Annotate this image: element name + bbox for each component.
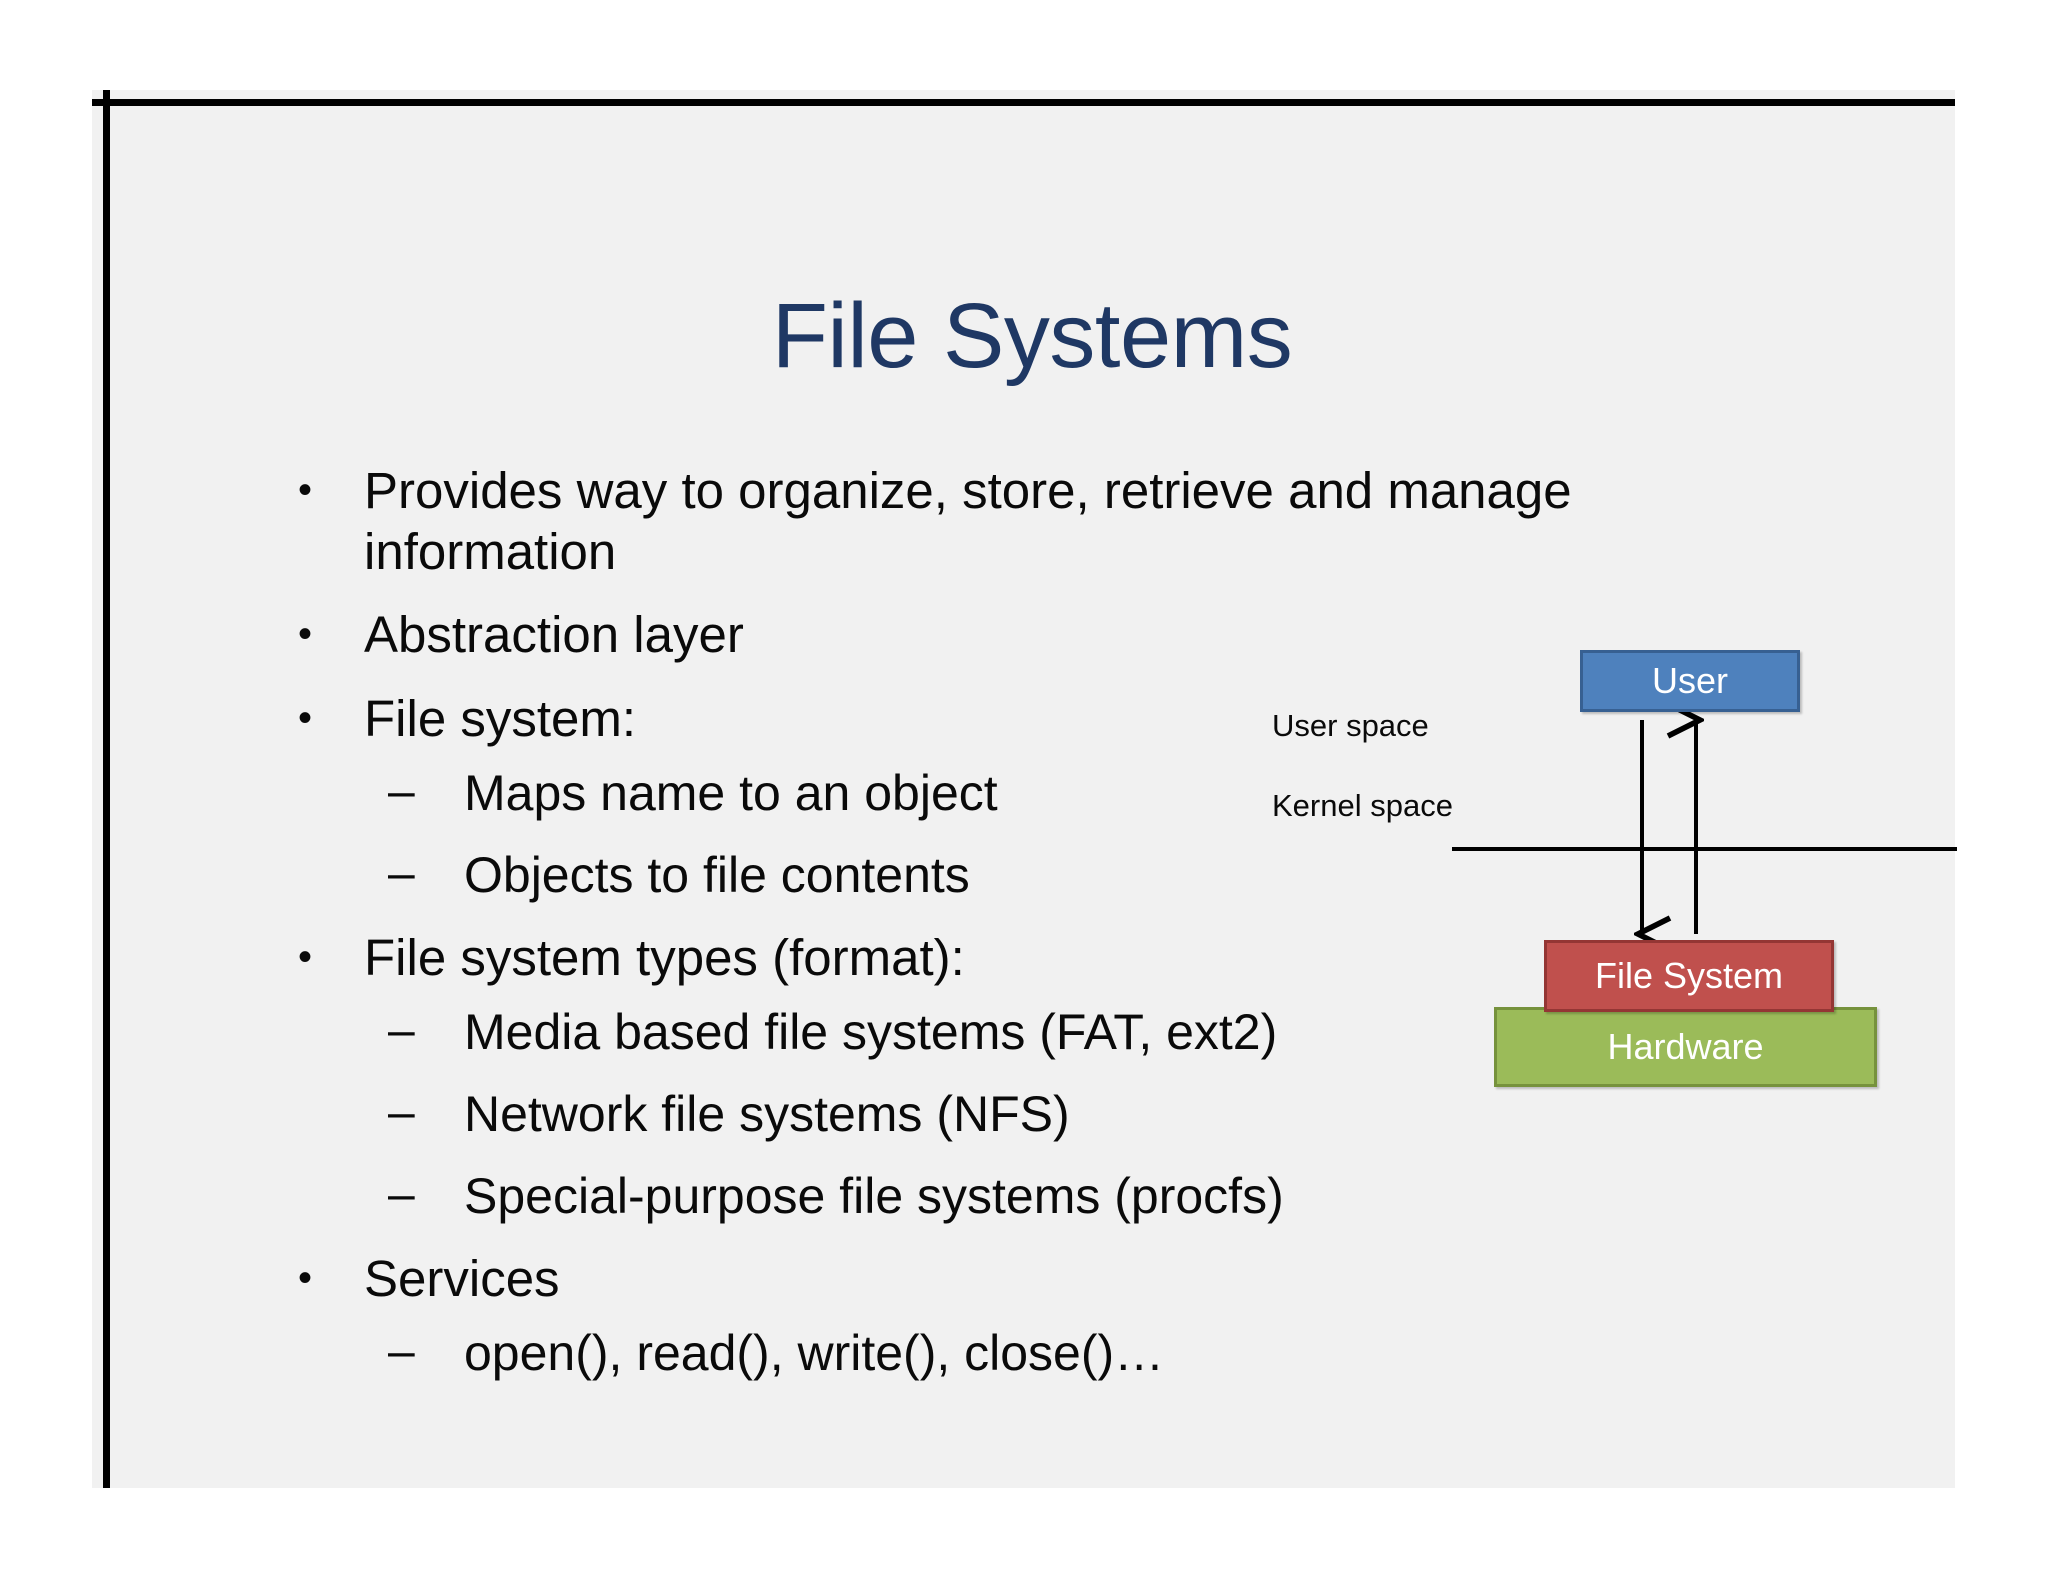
user-kernel-boundary-line <box>1452 847 1957 851</box>
list-item: • File system: <box>282 688 1712 749</box>
bullet-marker-icon: • <box>298 695 313 740</box>
dash-marker-icon: – <box>388 764 415 818</box>
list-item: – open(), read(), write(), close()… <box>282 1323 1712 1383</box>
list-item-label: Abstraction layer <box>364 606 744 664</box>
slide-left-rule <box>103 90 110 1488</box>
bullet-marker-icon: • <box>298 612 313 657</box>
list-item-label: open(), read(), write(), close()… <box>464 1325 1165 1382</box>
diagram-arrows <box>1272 650 1992 1120</box>
list-item: • Provides way to organize, store, retri… <box>282 460 1712 582</box>
diagram-box-file-system-label: File System <box>1594 955 1784 996</box>
list-item: • Abstraction layer <box>282 604 1712 665</box>
diagram-box-user-label: User <box>1651 660 1728 701</box>
list-item-label: File system types (format): <box>364 928 965 986</box>
file-system-architecture-diagram: User space Kernel space Hardware File Sy… <box>1272 650 1992 1120</box>
list-item: – Maps name to an object <box>282 763 1712 823</box>
list-item-label: Maps name to an object <box>464 764 998 821</box>
list-item: – Media based file systems (FAT, ext2) <box>282 1002 1712 1062</box>
list-item-label: Special-purpose file systems (procfs) <box>464 1167 1284 1224</box>
slide-top-rule <box>92 99 1955 106</box>
diagram-box-hardware-label: Hardware <box>1607 1026 1764 1067</box>
page-title: File Systems <box>771 285 1293 387</box>
list-item: – Special-purpose file systems (procfs) <box>282 1166 1712 1226</box>
dash-marker-icon: – <box>388 1003 415 1057</box>
dash-marker-icon: – <box>388 1167 415 1221</box>
diagram-box-hardware: Hardware <box>1494 1007 1877 1087</box>
bullet-marker-icon: • <box>298 468 313 512</box>
list-item-label: Objects to file contents <box>464 846 970 903</box>
user-space-label: User space <box>1272 708 1429 743</box>
list-item-label: Network file systems (NFS) <box>464 1085 1070 1142</box>
list-item: – Objects to file contents <box>282 845 1712 905</box>
kernel-space-label: Kernel space <box>1272 788 1453 823</box>
list-item: • Services <box>282 1248 1712 1309</box>
list-item: • File system types (format): <box>282 927 1712 988</box>
bullet-marker-icon: • <box>298 1255 313 1300</box>
list-item-label: Provides way to organize, store, retriev… <box>364 462 1572 581</box>
diagram-box-user: User <box>1580 650 1800 712</box>
list-item: – Network file systems (NFS) <box>282 1084 1712 1144</box>
bullet-list: • Provides way to organize, store, retri… <box>282 460 1712 1405</box>
dash-marker-icon: – <box>388 1085 415 1139</box>
dash-marker-icon: – <box>388 1325 415 1379</box>
slide-canvas: File Systems • Provides way to organize,… <box>92 90 1957 1488</box>
list-item-label: File system: <box>364 689 637 747</box>
bullet-marker-icon: • <box>298 934 313 979</box>
list-item-label: Services <box>364 1249 560 1307</box>
list-item-label: Media based file systems (FAT, ext2) <box>464 1003 1278 1060</box>
dash-marker-icon: – <box>388 846 415 900</box>
diagram-box-file-system: File System <box>1544 940 1834 1012</box>
